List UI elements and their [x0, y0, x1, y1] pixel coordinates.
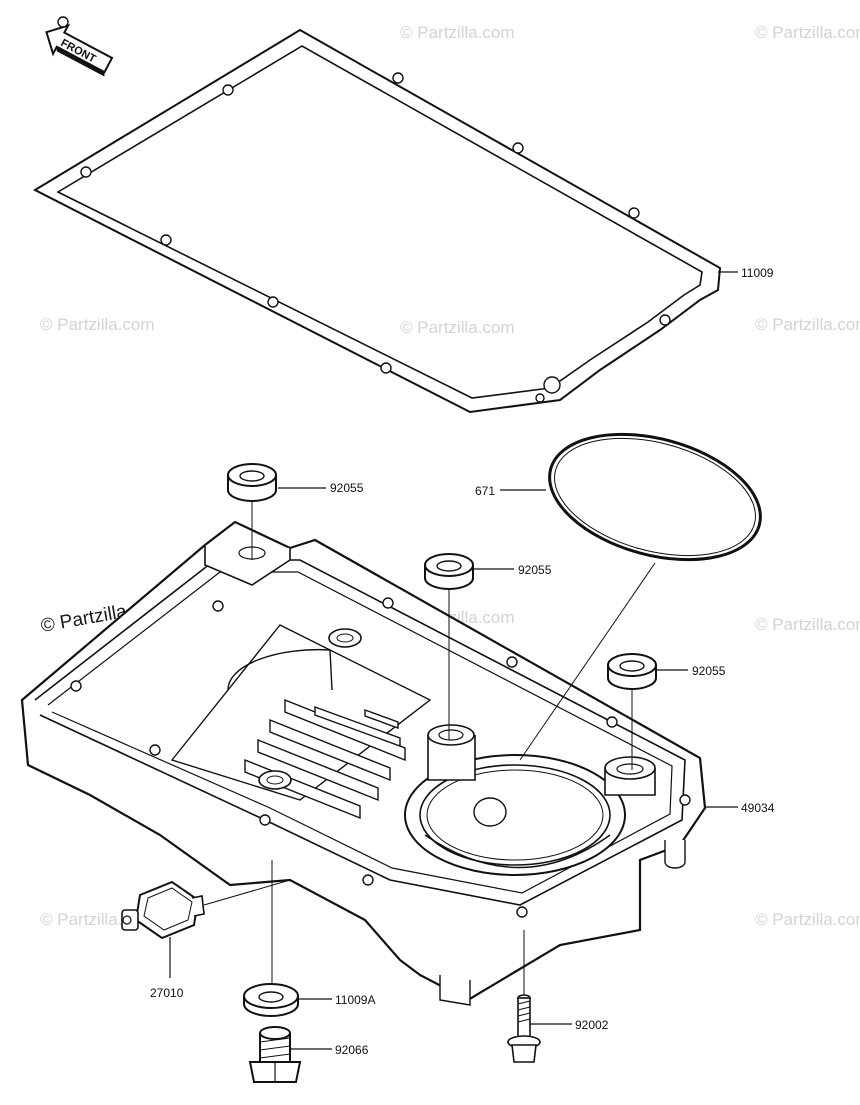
part-number-drain-washer: 11009A — [335, 993, 375, 1007]
drain-plug-washer — [243, 983, 299, 1017]
part-number-pressure-switch: 27010 — [150, 986, 184, 1000]
part-number-bush-right: 92055 — [692, 664, 726, 678]
watermark-text: © Partzilla.com — [400, 23, 515, 42]
flange-bolt — [507, 994, 541, 1063]
bush-left — [227, 463, 277, 502]
watermark-text: © Partzilla.com — [755, 315, 860, 334]
oil-pan — [20, 520, 707, 1006]
oil-pan-gasket — [32, 16, 722, 414]
part-number-bolt: 92002 — [575, 1018, 609, 1032]
part-number-drain-plug: 92066 — [335, 1043, 369, 1057]
drain-plug — [248, 1026, 302, 1083]
bush-right — [607, 653, 657, 690]
bush-center — [424, 553, 474, 590]
leader-lines — [169, 271, 738, 1050]
ring-gasket — [548, 432, 762, 562]
part-number-oil-pan: 49034 — [741, 801, 775, 815]
watermark-text: © Partzilla.com — [755, 23, 860, 42]
watermark-text: © Partzilla.com — [755, 615, 860, 634]
part-number-bush-center: 92055 — [518, 563, 552, 577]
part-number-bush-left: 92055 — [330, 481, 364, 495]
watermark-text: © Partzilla.com — [40, 315, 155, 334]
part-number-ring-gasket: 671 — [475, 484, 495, 498]
front-arrow-icon: FRONT — [45, 23, 114, 77]
part-number-labels: 11009 671 92055 92055 92055 49034 27010 … — [150, 266, 775, 1057]
oil-pressure-switch — [121, 880, 205, 940]
watermark-text: © Partzilla.com — [400, 318, 515, 337]
watermark-text: © Partzilla.com — [755, 910, 860, 929]
part-number-gasket: 11009 — [741, 266, 774, 280]
